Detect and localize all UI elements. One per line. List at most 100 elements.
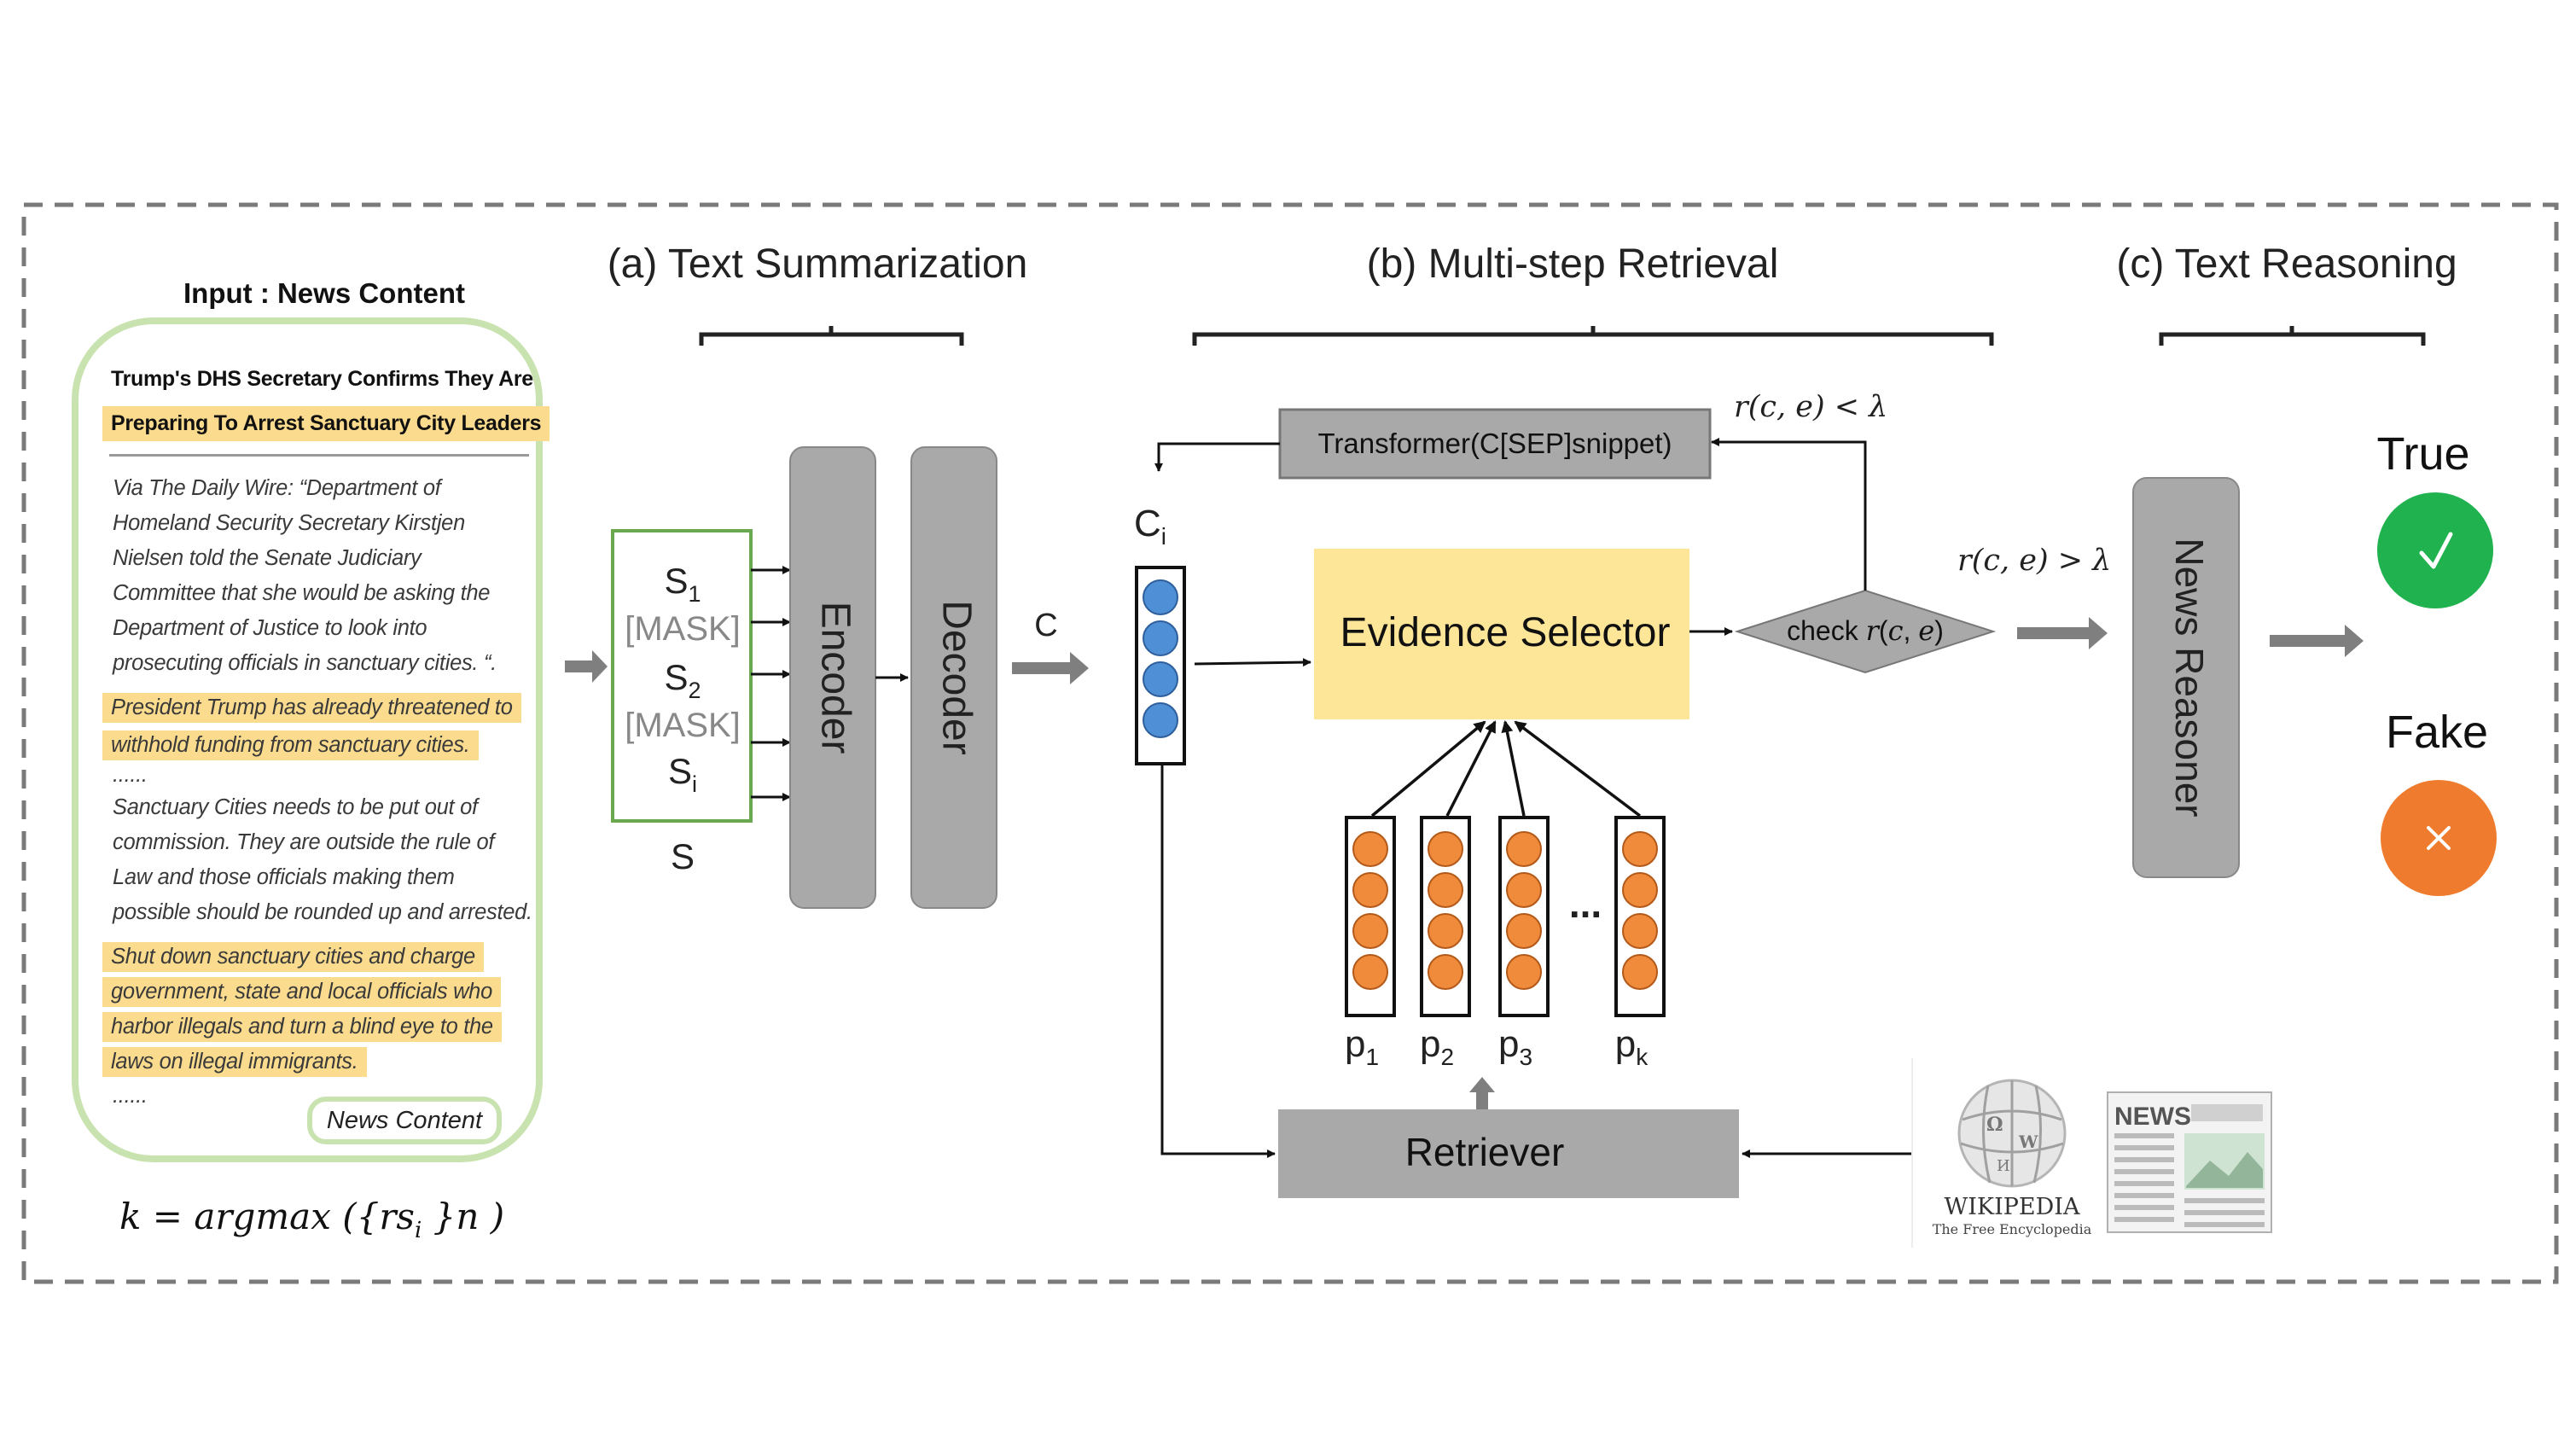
passage-node: [1352, 954, 1388, 990]
news-body-line: government, state and local officials wh…: [102, 977, 501, 1007]
passage-vectors: p1 p2 p3 pk: [1345, 816, 1666, 1070]
arrow-claim-to-retriever: [1160, 764, 1276, 1158]
bracket-b: [1192, 326, 1994, 346]
retriever-block: [1278, 1109, 1739, 1198]
sentence-mask-1: [MASK]: [625, 610, 741, 648]
sentence-s1: S1: [664, 561, 701, 607]
passage-node: [1428, 954, 1463, 990]
news-icon-label: NEWS: [2114, 1103, 2191, 1131]
svg-text:Ω: Ω: [1986, 1114, 2003, 1136]
news-body-line: Shut down sanctuary cities and charge: [102, 942, 484, 972]
section-a-title: (a) Text Summarization: [608, 242, 1028, 287]
label-fake: Fake: [2386, 707, 2488, 758]
claim-node: [1143, 661, 1178, 697]
passage-node: [1352, 831, 1388, 867]
news-reasoner-label: News Reasoner: [2167, 538, 2212, 817]
encoder-label: Encoder: [812, 602, 858, 754]
check-diamond: [1734, 589, 1997, 674]
svg-text:W: W: [2018, 1132, 2038, 1152]
headline-rule: [109, 454, 529, 457]
passage-node: [1352, 872, 1388, 908]
bracket-c: [2159, 326, 2426, 346]
wikipedia-logo: Ω W И WIKIPEDIA The Free Encyclopedia: [1911, 1058, 2092, 1248]
sentence-s2: S2: [664, 657, 701, 703]
passage-vector: [1345, 816, 1396, 1017]
sentence-mask-2: [MASK]: [625, 707, 741, 744]
news-body-line: Nielsen told the Senate Judiciary: [113, 546, 422, 570]
news-body-line: laws on illegal immigrants.: [102, 1047, 367, 1077]
news-body-line: Committee that she would be asking the: [113, 581, 491, 605]
passage-node: [1428, 913, 1463, 949]
claim-nodes: [1143, 579, 1178, 738]
evidence-selector-block: [1314, 549, 1689, 719]
sentence-si: Si: [668, 751, 697, 797]
evidence-selector-label: Evidence Selector: [1340, 610, 1671, 655]
news-body-line: withhold funding from sanctuary cities.: [102, 730, 479, 760]
passage-node: [1352, 913, 1388, 949]
claim-node: [1143, 620, 1178, 656]
passage-node: [1428, 831, 1463, 867]
passage-label: p3: [1498, 1023, 1532, 1070]
news-body-line: President Trump has already threatened t…: [102, 693, 521, 723]
headline-line-1: Trump's DHS Secretary Confirms They Are: [111, 367, 533, 391]
bracket-a: [699, 326, 964, 346]
news-content-tag: News Content: [307, 1097, 502, 1144]
passage-node: [1622, 831, 1658, 867]
passage-vector: [1498, 816, 1550, 1017]
news-body-line: ......: [113, 763, 148, 787]
news-body-line: prosecuting officials in sanctuary citie…: [113, 651, 497, 675]
arrows-passages-to-selector: [1370, 720, 1642, 818]
news-body-line: commission. They are outside the rule of: [113, 830, 495, 854]
passage-vector: [1614, 816, 1666, 1017]
formula: k = argmax ({rsi }n ): [119, 1196, 504, 1243]
s-label: S: [671, 836, 695, 876]
passage-node: [1622, 872, 1658, 908]
news-body-line: Homeland Security Secretary Kirstjen: [113, 511, 465, 535]
fake-circle: [2381, 780, 2497, 896]
input-title: Input : News Content: [183, 277, 465, 309]
arrows-sentences-to-encoder: [751, 566, 791, 801]
encoder-block: [789, 446, 876, 909]
news-reasoner-block: [2132, 477, 2240, 878]
arrow-retriever-to-passages: [1469, 1077, 1495, 1109]
decoder-block: [910, 446, 997, 909]
retriever-label: Retriever: [1405, 1130, 1565, 1174]
c-label: C: [1034, 608, 1057, 643]
ci-label: Ci: [1134, 503, 1166, 550]
condition-greater: r(c, e) > λ: [1957, 544, 2111, 578]
arrow-transformer-to-claim: [1154, 442, 1280, 472]
check-icon: [2419, 532, 2453, 569]
check-label: check r(c, e): [1787, 614, 1944, 647]
passage-node: [1506, 831, 1542, 867]
arrow-decoder-to-claim: [1012, 652, 1089, 684]
condition-less: r(c, e) < λ: [1734, 390, 1887, 424]
close-icon: [2427, 826, 2451, 850]
newspaper-icon: NEWS: [2107, 1091, 2272, 1233]
passage-label: pk: [1615, 1023, 1649, 1070]
news-body-line: Department of Justice to look into: [113, 616, 427, 640]
true-circle: [2377, 492, 2493, 608]
news-body-line: Law and those officials making them: [113, 865, 455, 889]
svg-text:И: И: [1997, 1157, 2010, 1175]
section-b-title: (b) Multi-step Retrieval: [1367, 242, 1779, 287]
passage-node: [1428, 872, 1463, 908]
passage-vector: [1420, 816, 1471, 1017]
passage-label: p1: [1345, 1023, 1379, 1070]
arrow-check-to-transformer: [1711, 438, 1867, 591]
claim-node: [1143, 702, 1178, 738]
news-document-card: Trump's DHS Secretary Confirms They Are …: [72, 317, 550, 1162]
wikipedia-sub: The Free Encyclopedia: [1933, 1221, 2092, 1237]
label-true: True: [2376, 428, 2469, 480]
passage-node: [1622, 954, 1658, 990]
headline-line-2: Preparing To Arrest Sanctuary City Leade…: [102, 406, 550, 441]
claim-node: [1143, 579, 1178, 615]
news-body-line: possible should be rounded up and arrest…: [113, 900, 532, 924]
arrow-check-to-reasoner: [2017, 617, 2108, 649]
arrow-doc-to-sentences: [565, 650, 608, 683]
passage-label: p2: [1420, 1023, 1454, 1070]
news-body-line: ......: [113, 1084, 148, 1108]
passage-node: [1506, 872, 1542, 908]
news-body-line: Via The Daily Wire: “Department of: [113, 476, 441, 500]
section-c-title: (c) Text Reasoning: [2116, 242, 2457, 287]
